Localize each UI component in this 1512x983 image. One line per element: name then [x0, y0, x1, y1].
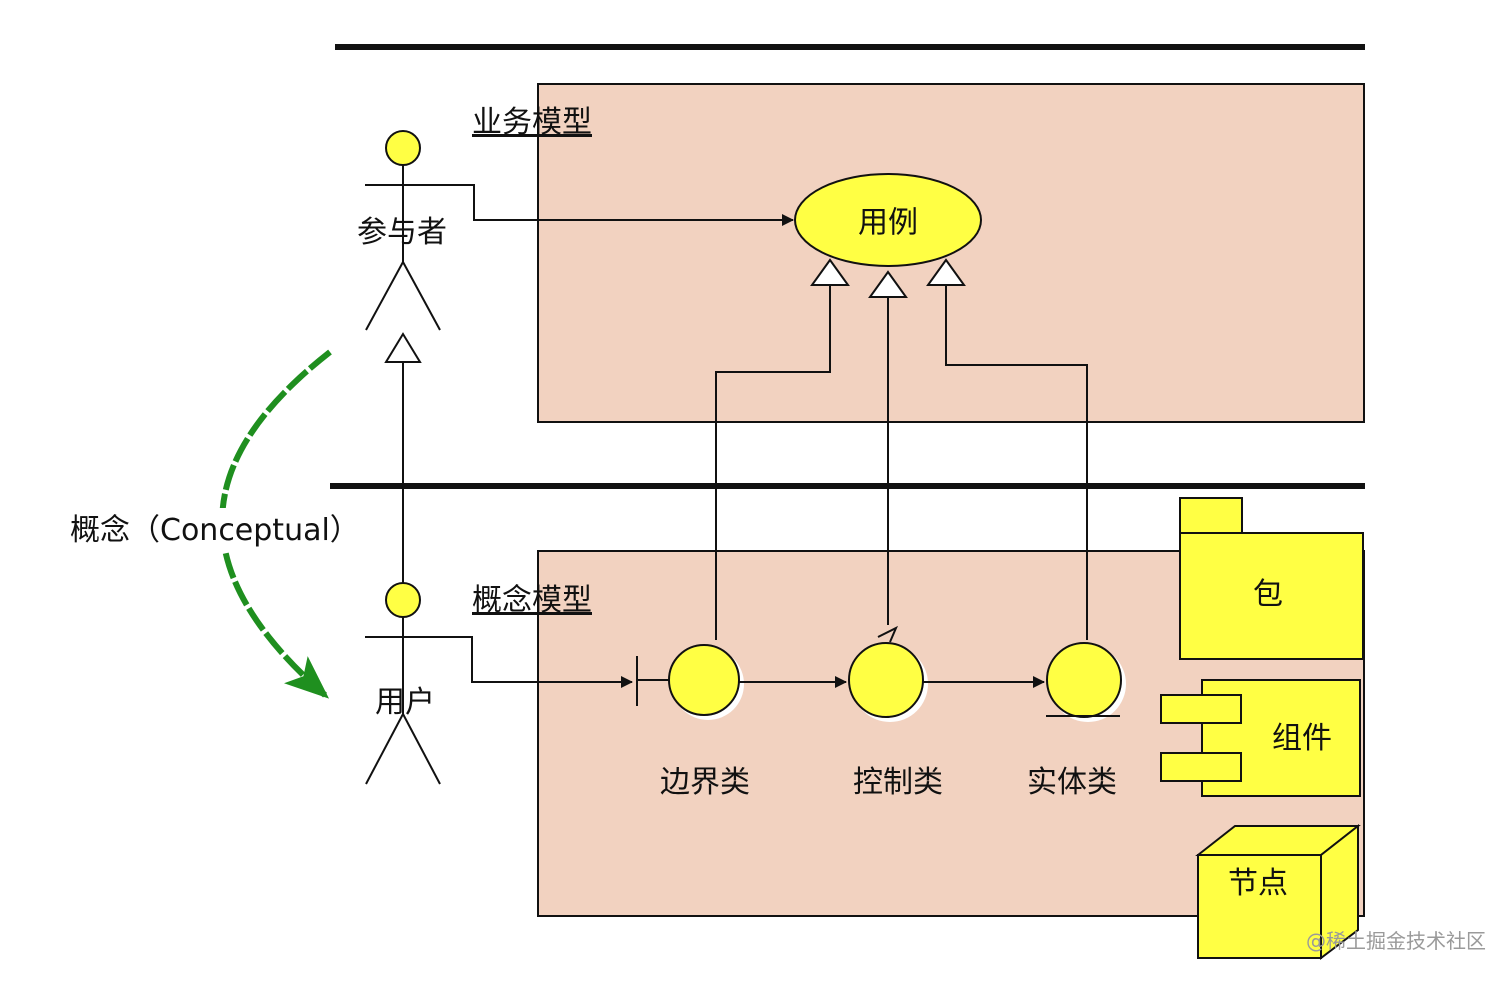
user-actor-figure [365, 582, 441, 785]
entity-class-icon [1046, 642, 1126, 722]
conceptual-model-title: 概念模型 [472, 583, 592, 618]
realization-lines [715, 285, 1088, 640]
entity-class-label: 实体类 [1027, 765, 1117, 800]
user-actor-label: 用户 [375, 685, 435, 720]
conceptual-side-label: 概念（Conceptual） [70, 513, 360, 548]
node-label: 节点 [1228, 866, 1288, 901]
business-actor-label: 参与者 [357, 215, 447, 250]
control-class-icon [848, 625, 928, 722]
usecase-label: 用例 [858, 206, 918, 241]
actor-usecase-association [441, 184, 794, 226]
boundary-class-icon [636, 644, 744, 720]
package-label: 包 [1253, 577, 1283, 612]
business-model-title: 业务模型 [472, 105, 592, 140]
user-boundary-association [441, 636, 633, 688]
control-class-label: 控制类 [853, 765, 943, 800]
watermark-text: @稀土掘金技术社区 [1306, 929, 1486, 953]
component-label: 组件 [1272, 721, 1332, 756]
realization-arrowheads [810, 258, 966, 298]
usecase-ellipse [794, 173, 982, 267]
package-icon [1179, 497, 1364, 660]
boundary-class-label: 边界类 [660, 765, 750, 800]
component-icon [1160, 679, 1361, 797]
business-actor-figure [365, 130, 441, 331]
actor-generalization-arrowhead [384, 332, 422, 363]
node-icon [1195, 823, 1361, 961]
side-label-background [64, 508, 348, 552]
